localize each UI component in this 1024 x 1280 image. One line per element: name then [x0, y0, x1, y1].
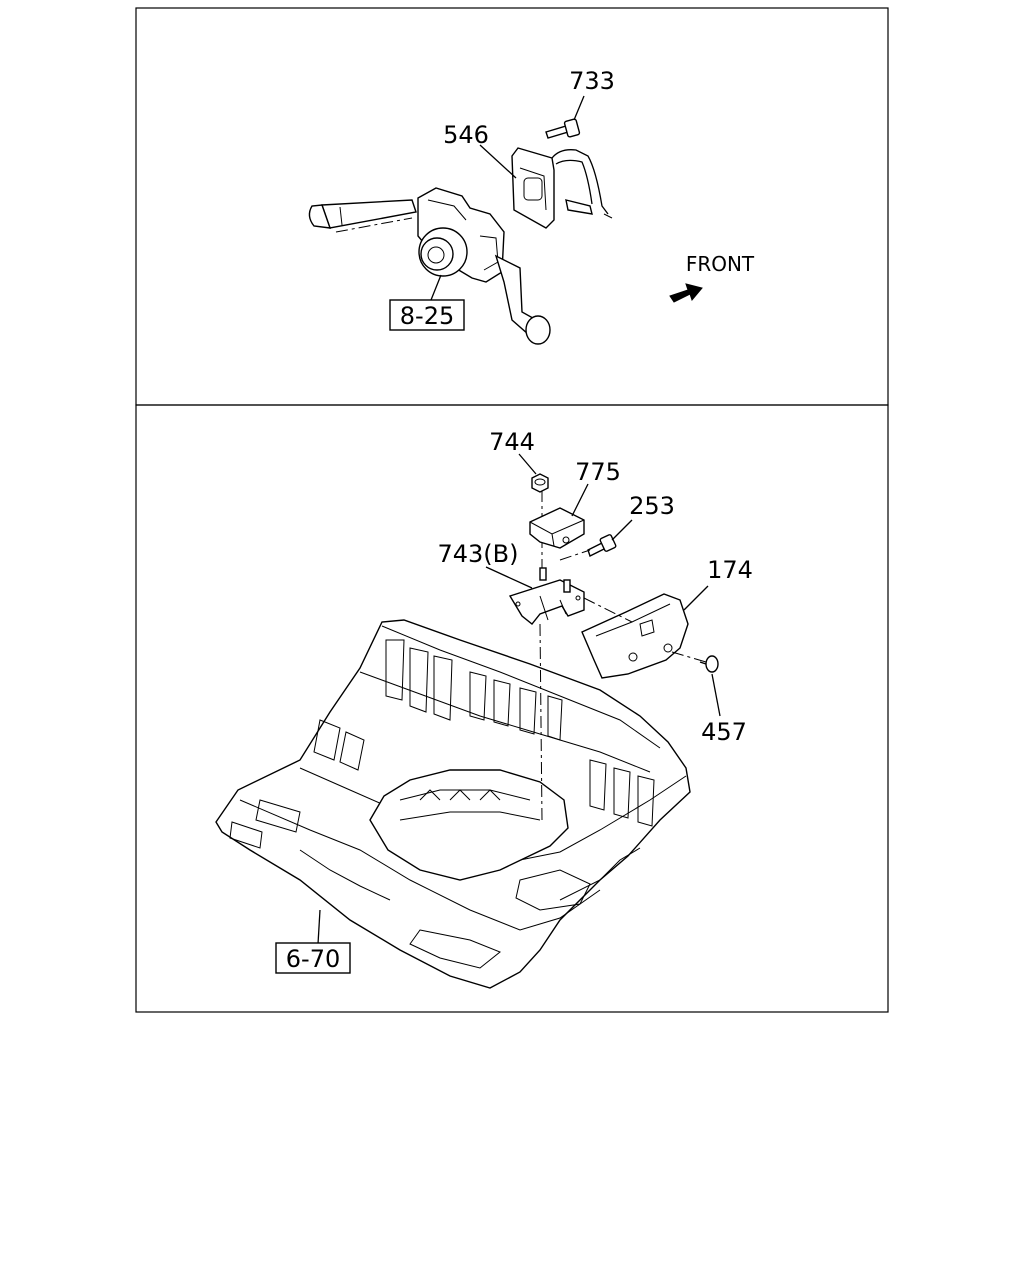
floor-panel-part [215, 619, 691, 989]
front-arrow-icon [669, 283, 703, 303]
upper-panel-frame [135, 7, 889, 406]
callout-775: 775 [575, 458, 621, 486]
callout-8-25-box [389, 299, 465, 331]
callout-6-70: 6-70 [286, 945, 340, 973]
sensor-546-part [511, 147, 613, 229]
callout-733: 733 [569, 67, 615, 95]
clip-457-part [699, 655, 719, 673]
front-label: FRONT [686, 252, 755, 276]
callout-743b: 743(B) [438, 540, 519, 568]
nut-744-part [531, 473, 549, 493]
sensor-775-part [529, 507, 585, 549]
screw-733-part [545, 118, 581, 139]
callout-6-70-box [275, 942, 351, 974]
callout-457: 457 [701, 718, 747, 746]
callout-8-25: 8-25 [400, 302, 454, 330]
lower-panel-frame [135, 404, 889, 1013]
callout-546: 546 [443, 121, 489, 149]
bracket-743b-part [508, 567, 585, 625]
callout-174: 174 [707, 556, 753, 584]
callout-253: 253 [629, 492, 675, 520]
callout-744: 744 [489, 428, 535, 456]
combination-switch-part [308, 187, 551, 345]
bolt-253-part [587, 534, 617, 557]
cover-174-part [581, 593, 689, 679]
